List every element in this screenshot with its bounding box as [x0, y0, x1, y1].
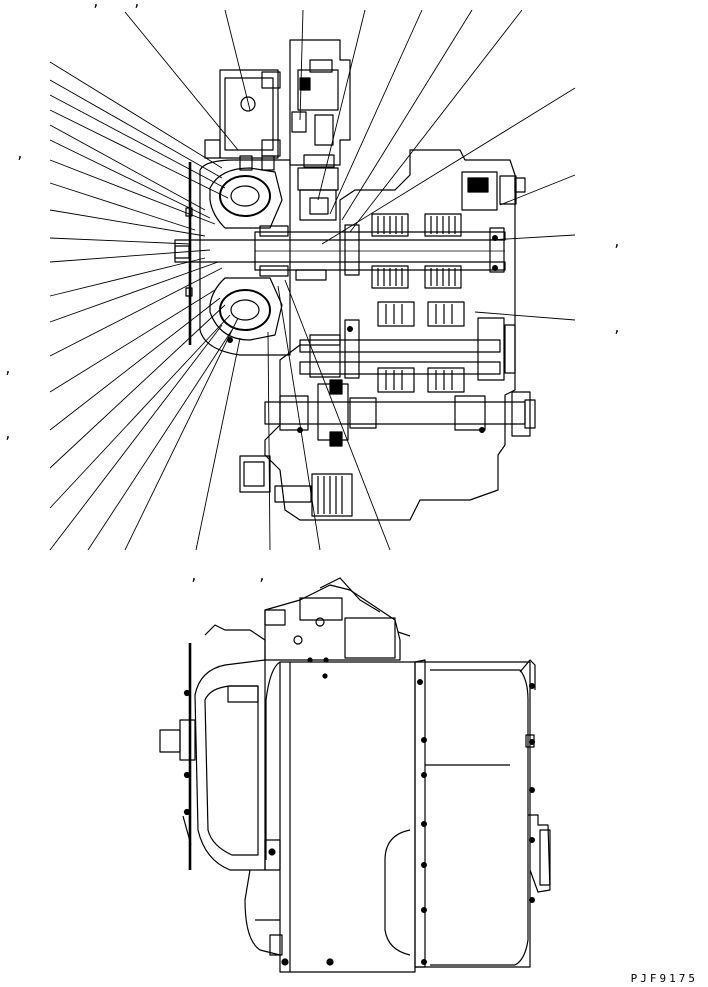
- leader-lines-top: [224, 9, 576, 321]
- filter-assembly: [239, 455, 353, 517]
- callout-mark: ,: [613, 321, 621, 336]
- callout-mark: ,: [92, 0, 100, 10]
- callout-mark: ,: [613, 235, 621, 250]
- callout-mark: ,: [190, 569, 198, 584]
- clutch-packs-upper: [344, 213, 505, 289]
- exterior-view: [159, 577, 551, 973]
- callout-mark: ,: [4, 427, 12, 442]
- clutch-packs-middle: [299, 301, 516, 393]
- callout-mark: ,: [4, 362, 12, 377]
- callout-mark: ,: [258, 569, 266, 584]
- callout-mark: ,: [133, 0, 141, 10]
- drawing-code: PJF9175: [630, 972, 698, 985]
- sectional-view: [49, 9, 576, 551]
- callout-mark: ,: [16, 147, 24, 162]
- output-shaft: [264, 379, 536, 447]
